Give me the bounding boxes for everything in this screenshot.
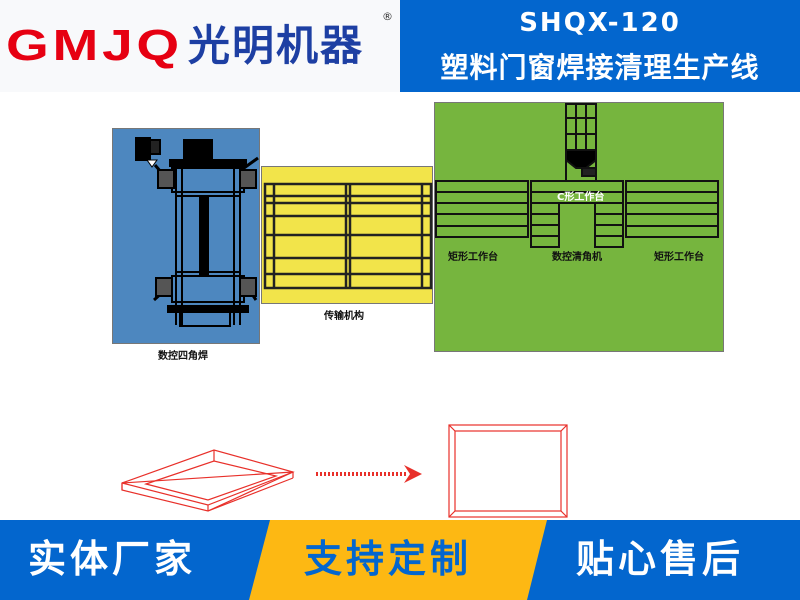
- welder-machine-icon: [135, 137, 259, 327]
- logo-company-name: 光明机器: [188, 21, 365, 70]
- cleaner-machine-icon: [565, 103, 597, 181]
- logo-gmjq: GMJQ: [6, 21, 183, 70]
- banner-item-factory: 实体厂家: [28, 537, 197, 581]
- c-workbench-icon: [530, 180, 624, 248]
- rect-workbench-left-icon: [435, 180, 529, 238]
- cleaner-label: 数控清角机: [552, 252, 602, 263]
- header: GMJQ 光明机器 ® SHQX-120 塑料门窗焊接清理生产线: [0, 0, 800, 92]
- title-banner: SHQX-120 塑料门窗焊接清理生产线: [400, 0, 800, 92]
- logo: GMJQ 光明机器 ®: [0, 0, 400, 92]
- registered-mark: ®: [382, 10, 393, 23]
- window-frame-3d-icon: [121, 449, 295, 512]
- model-number: SHQX-120: [519, 8, 681, 38]
- conveyor-rails-icon: [263, 182, 433, 290]
- banner-item-service: 贴心售后: [576, 537, 745, 581]
- c-workbench-label: C形工作台: [557, 192, 605, 203]
- bottom-banner: 实体厂家 支持定制 贴心售后: [0, 520, 800, 600]
- rect-workbench-right-label: 矩形工作台: [654, 252, 704, 263]
- conveyor-label: 传输机构: [324, 311, 364, 322]
- banner-yellow-slant: [249, 520, 547, 600]
- welder-label: 数控四角焊: [158, 351, 208, 362]
- rect-workbench-right-icon: [625, 180, 719, 238]
- rect-workbench-left-label: 矩形工作台: [448, 252, 498, 263]
- dotted-arrow-right-icon: [316, 465, 422, 483]
- product-name: 塑料门窗焊接清理生产线: [440, 51, 760, 84]
- window-frame-flat-icon: [448, 424, 568, 518]
- banner-item-custom: 支持定制: [304, 537, 473, 581]
